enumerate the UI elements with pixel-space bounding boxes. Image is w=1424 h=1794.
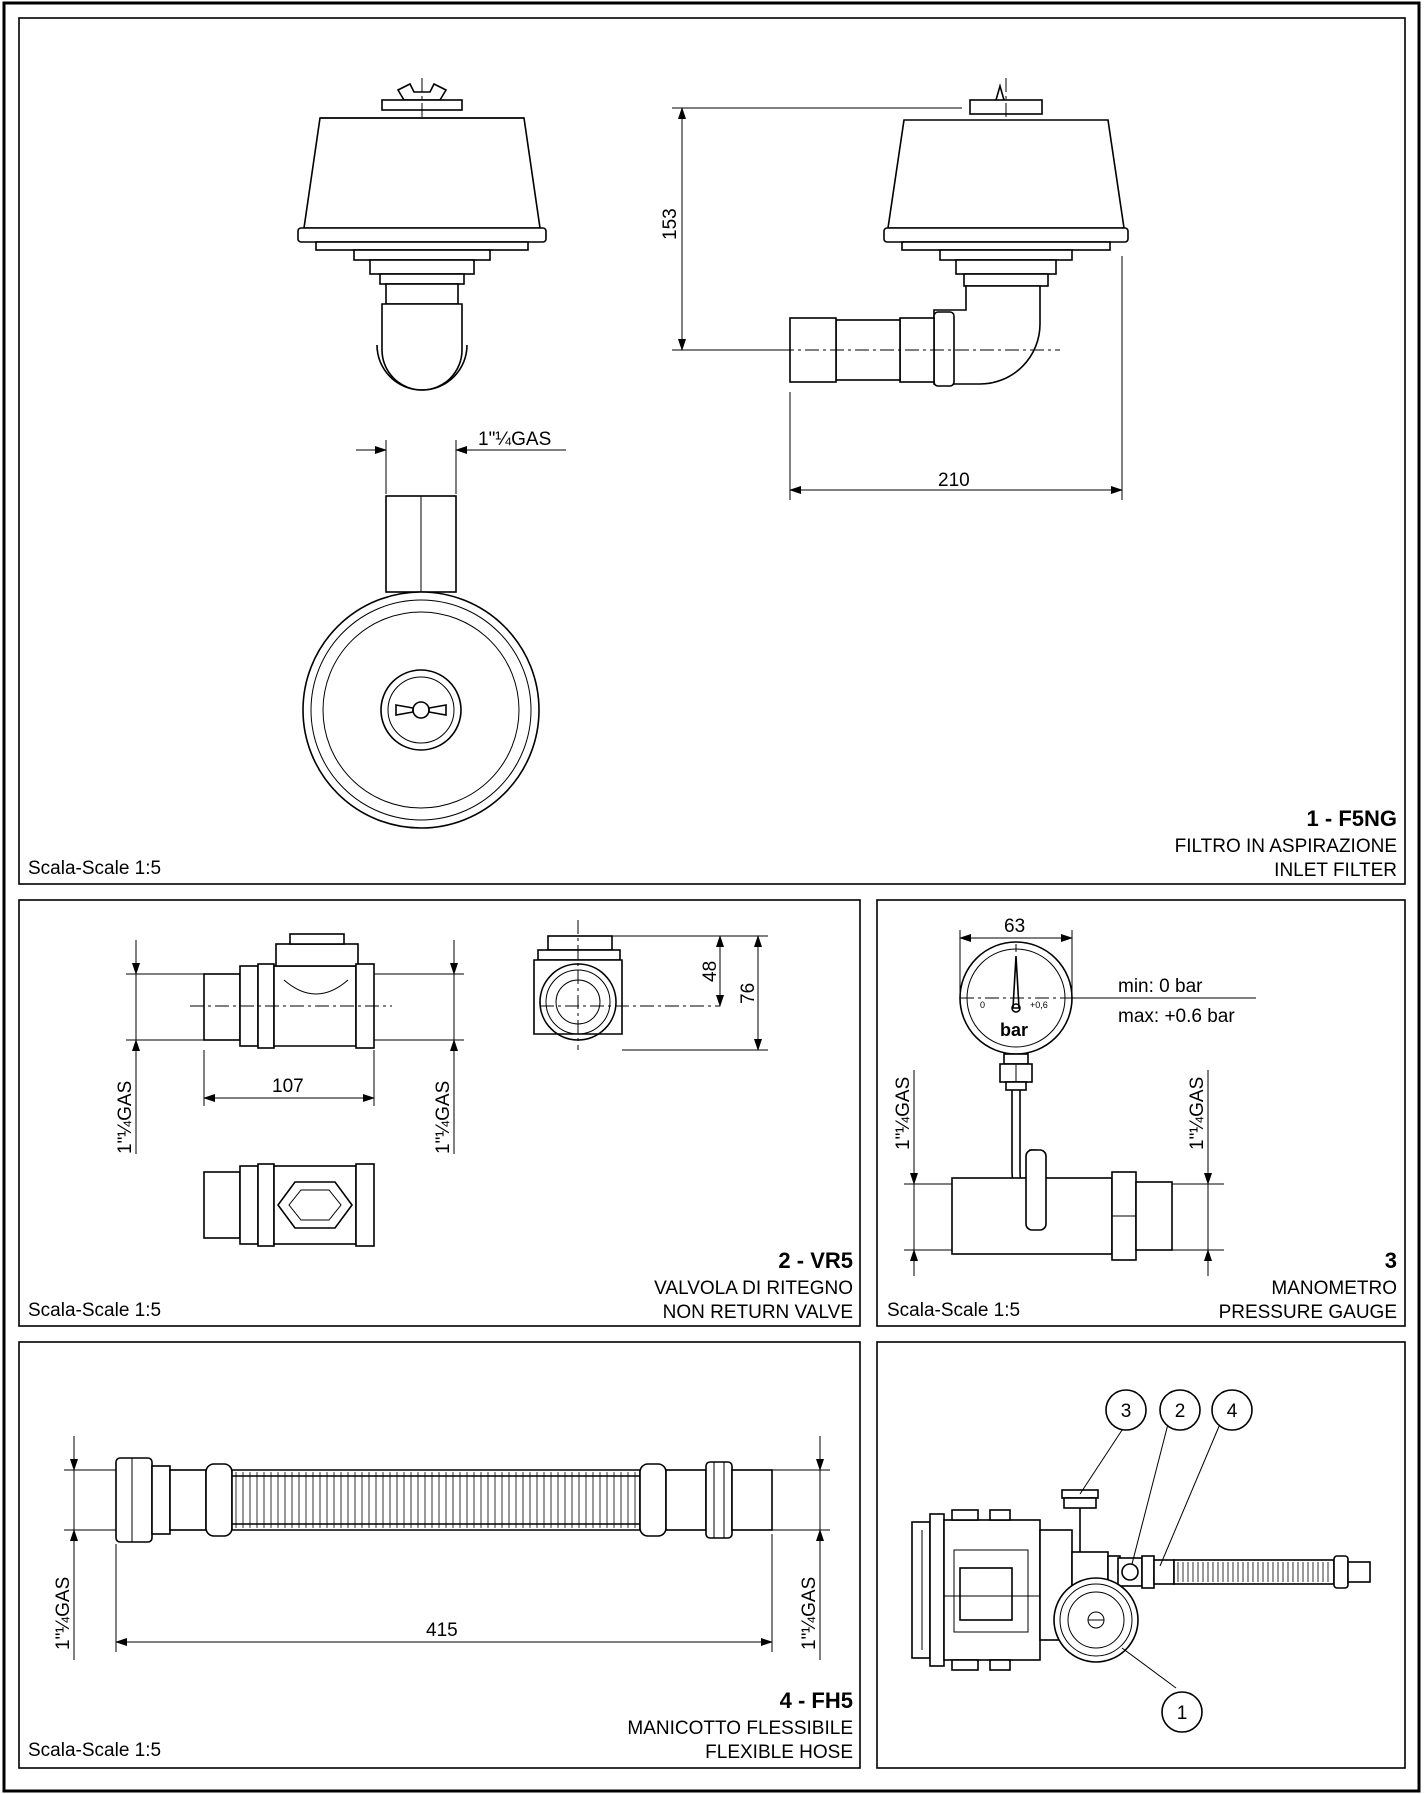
filter-front-view xyxy=(297,78,547,391)
callout-3-label: 3 xyxy=(1121,1401,1132,1422)
callout-3 xyxy=(1105,1389,1147,1431)
callout-4-label: 4 xyxy=(1227,1401,1238,1422)
filter-top-outer xyxy=(302,591,540,829)
filter-side-view: 153 210 xyxy=(660,78,1129,500)
valve-thread-left-dim: 1"¼GAS xyxy=(115,1081,136,1154)
panel-assembly: 3 2 4 1 xyxy=(876,1341,1406,1769)
callout-1 xyxy=(1161,1691,1203,1733)
valve-thread-right-dim: 1"¼GAS xyxy=(433,1081,454,1154)
gauge-max-label: max: +0.6 bar xyxy=(1118,1006,1235,1027)
panel-flexible-hose: 1"¼GAS 1"¼GAS 415 4 - FH5 MANICOTTO FLES… xyxy=(18,1341,861,1769)
filter-cap xyxy=(303,117,541,229)
valve-h2-dim: 76 xyxy=(738,983,759,1004)
assembly-hose-corrugations xyxy=(1177,1562,1329,1582)
panel-4-name-en: FLEXIBLE HOSE xyxy=(705,1742,853,1763)
hose-thread-right-dim: 1"¼GAS xyxy=(799,1577,820,1650)
panel-2-frame xyxy=(18,899,861,1327)
filter-top-view: 1"¼GAS xyxy=(302,429,566,829)
panel-1-frame xyxy=(18,17,1406,885)
panel-3-scale: Scala-Scale 1:5 xyxy=(887,1300,1020,1321)
callout-2 xyxy=(1159,1389,1201,1431)
gauge-min-label: min: 0 bar xyxy=(1118,976,1203,997)
panel-2-name-en: NON RETURN VALVE xyxy=(663,1302,853,1323)
elbow-front xyxy=(381,303,463,391)
wing-nut-top-icon xyxy=(395,704,447,716)
hex-plug-icon xyxy=(277,1181,353,1229)
panel-5-frame xyxy=(876,1341,1406,1769)
filter-width-dim: 210 xyxy=(938,470,970,491)
gauge-diameter-dim: 63 xyxy=(1004,916,1025,937)
callout-1-label: 1 xyxy=(1177,1703,1188,1724)
callout-2-label: 2 xyxy=(1175,1401,1186,1422)
valve-length-dim: 107 xyxy=(272,1076,304,1097)
gauge-needle-icon xyxy=(1012,955,1020,1009)
gauge-zero: 0 xyxy=(980,1000,985,1010)
panel-4-code: 4 - FH5 xyxy=(780,1688,853,1713)
panel-1-name-it: FILTRO IN ASPIRAZIONE xyxy=(1175,836,1397,857)
panel-3-name-it: MANOMETRO xyxy=(1271,1278,1397,1299)
hose-length-dim: 415 xyxy=(426,1620,458,1641)
hose-thread-left-dim: 1"¼GAS xyxy=(53,1577,74,1650)
panel-3-name-en: PRESSURE GAUGE xyxy=(1219,1302,1397,1323)
assembly-view: 3 2 4 1 xyxy=(911,1389,1371,1733)
panel-4-frame xyxy=(18,1341,861,1769)
gauge-view: 0 +0,6 bar 63 min: 0 bar max: +0.6 bar xyxy=(893,916,1256,1276)
elbow-side xyxy=(933,285,1041,385)
panel-2-code: 2 - VR5 xyxy=(778,1248,853,1273)
panel-1-name-en: INLET FILTER xyxy=(1274,860,1397,881)
panel-4-scale: Scala-Scale 1:5 xyxy=(28,1740,161,1761)
hose-view: 1"¼GAS 1"¼GAS 415 xyxy=(53,1436,830,1660)
gauge-thread-right-dim: 1"¼GAS xyxy=(1187,1077,1208,1150)
hose-corrugations xyxy=(235,1472,636,1528)
gauge-unit: bar xyxy=(1000,1020,1028,1040)
gauge-thread-left-dim: 1"¼GAS xyxy=(893,1077,914,1150)
valve-end-view: 48 76 xyxy=(533,920,768,1051)
filter-height-dim: 153 xyxy=(660,208,681,240)
valve-h1-dim: 48 xyxy=(700,961,721,982)
panel-inlet-filter: 1"¼GAS 153 xyxy=(18,17,1406,885)
panel-2-scale: Scala-Scale 1:5 xyxy=(28,1300,161,1321)
panel-1-code: 1 - F5NG xyxy=(1307,806,1397,831)
panel-pressure-gauge: 0 +0,6 bar 63 min: 0 bar max: +0.6 bar xyxy=(876,899,1406,1327)
filter-cap-side xyxy=(887,119,1125,229)
panel-3-frame xyxy=(876,899,1406,1327)
panel-non-return-valve: 1"¼GAS 1"¼GAS 107 4 xyxy=(18,899,861,1327)
panel-2-name-it: VALVOLA DI RITEGNO xyxy=(654,1278,853,1299)
valve-bottom-view xyxy=(203,1163,375,1247)
panel-3-code: 3 xyxy=(1385,1248,1397,1273)
valve-side-view: 1"¼GAS 1"¼GAS 107 xyxy=(115,933,464,1154)
filter-thread-dim: 1"¼GAS xyxy=(478,429,551,450)
gauge-max: +0,6 xyxy=(1030,1000,1048,1010)
panel-1-scale: Scala-Scale 1:5 xyxy=(28,858,161,879)
callout-4 xyxy=(1211,1389,1253,1431)
panel-4-name-it: MANICOTTO FLESSIBILE xyxy=(627,1718,853,1739)
